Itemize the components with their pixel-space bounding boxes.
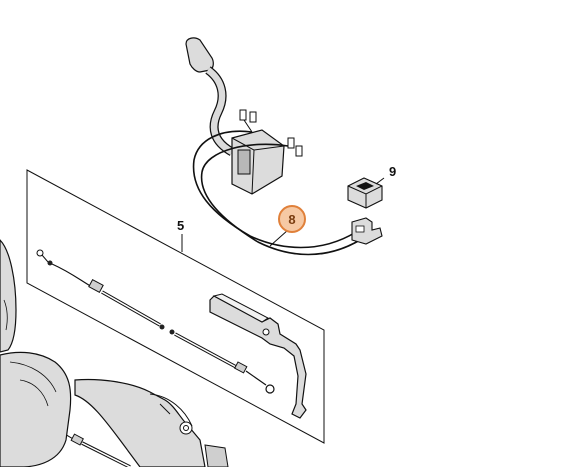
- kit-panel-outline: [26, 169, 325, 444]
- callout-9[interactable]: 9: [389, 164, 396, 179]
- callout-5[interactable]: 5: [177, 218, 184, 233]
- stop-switch[interactable]: [347, 177, 383, 209]
- callout-8: 8: [288, 212, 295, 227]
- callout-8-badge[interactable]: 8: [278, 205, 306, 233]
- tube-assembly: [0, 239, 72, 467]
- leader-line-8: [269, 229, 289, 247]
- leader-line-9: [375, 177, 385, 185]
- wiring-harness[interactable]: [192, 130, 383, 256]
- ignition-module[interactable]: [185, 37, 303, 195]
- throttle-cable-kit[interactable]: [26, 169, 325, 444]
- throttle-trigger[interactable]: [209, 293, 307, 419]
